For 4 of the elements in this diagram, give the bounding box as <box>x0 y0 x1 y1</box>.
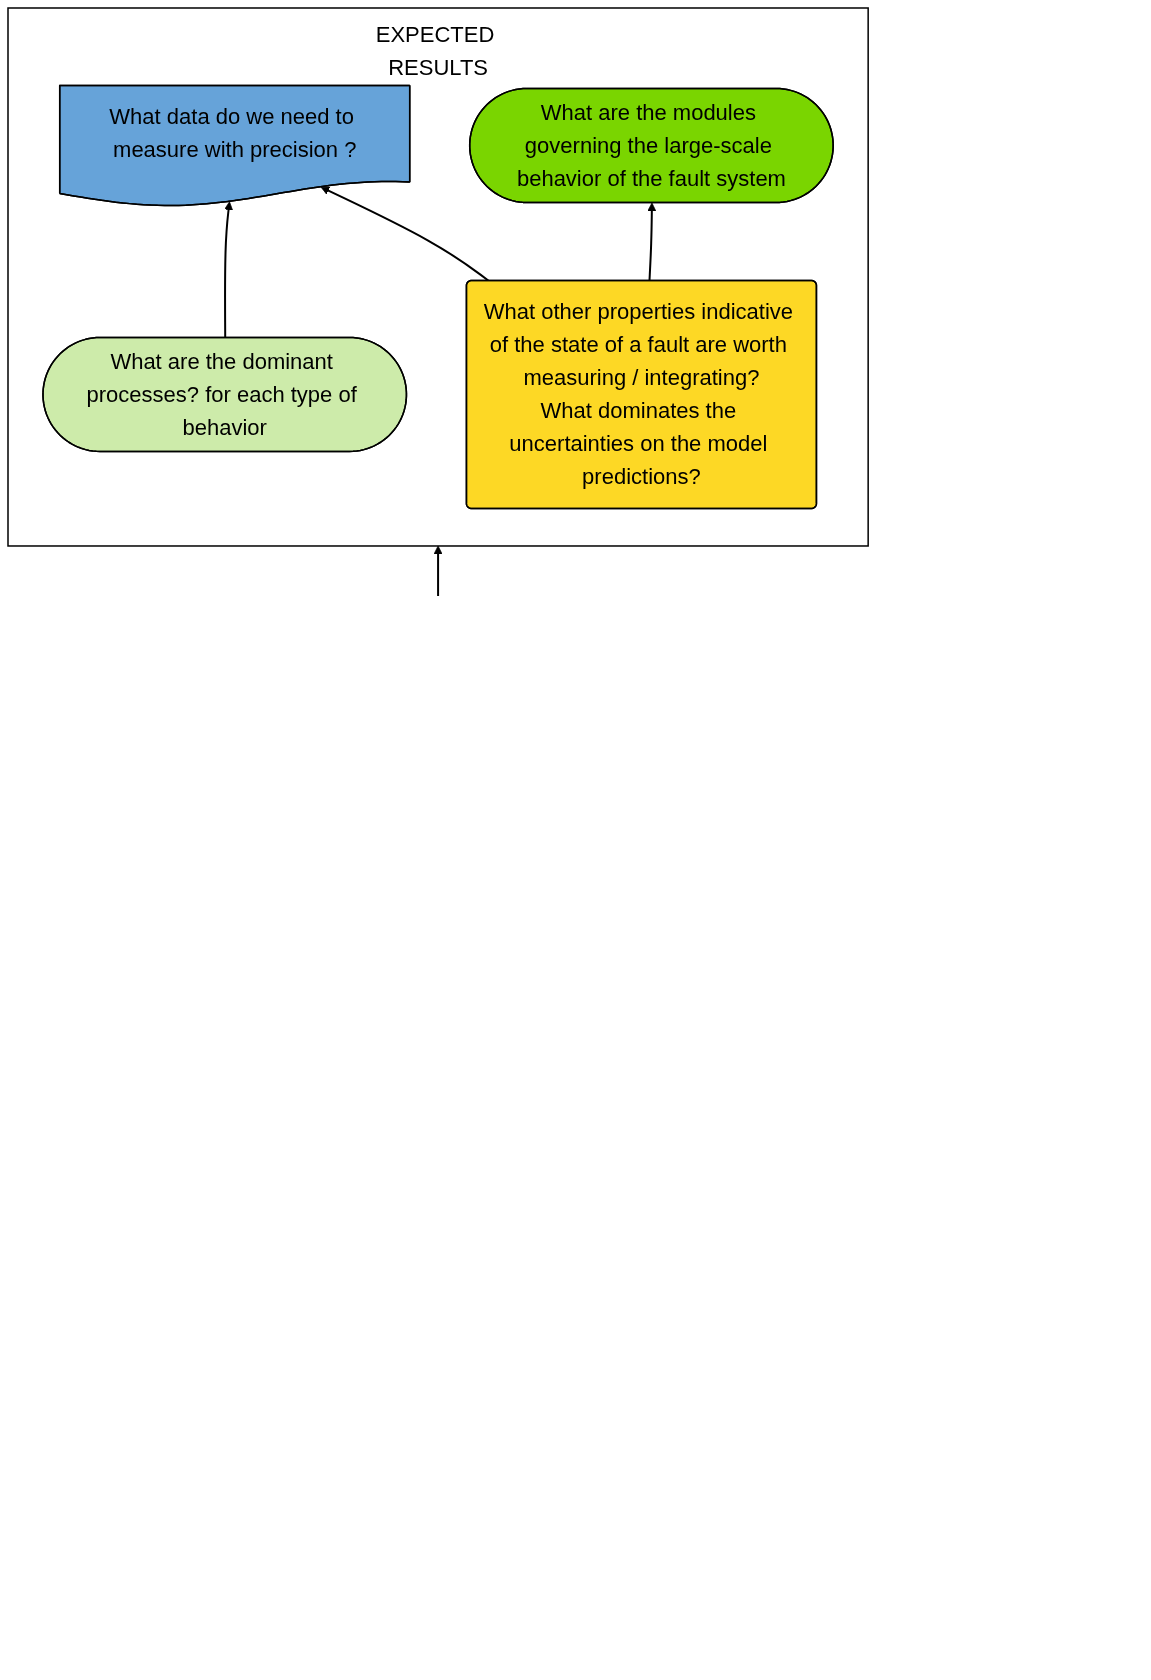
arrow <box>320 186 490 282</box>
arrow <box>224 201 233 339</box>
arrow <box>433 545 443 597</box>
arrow <box>647 202 657 282</box>
